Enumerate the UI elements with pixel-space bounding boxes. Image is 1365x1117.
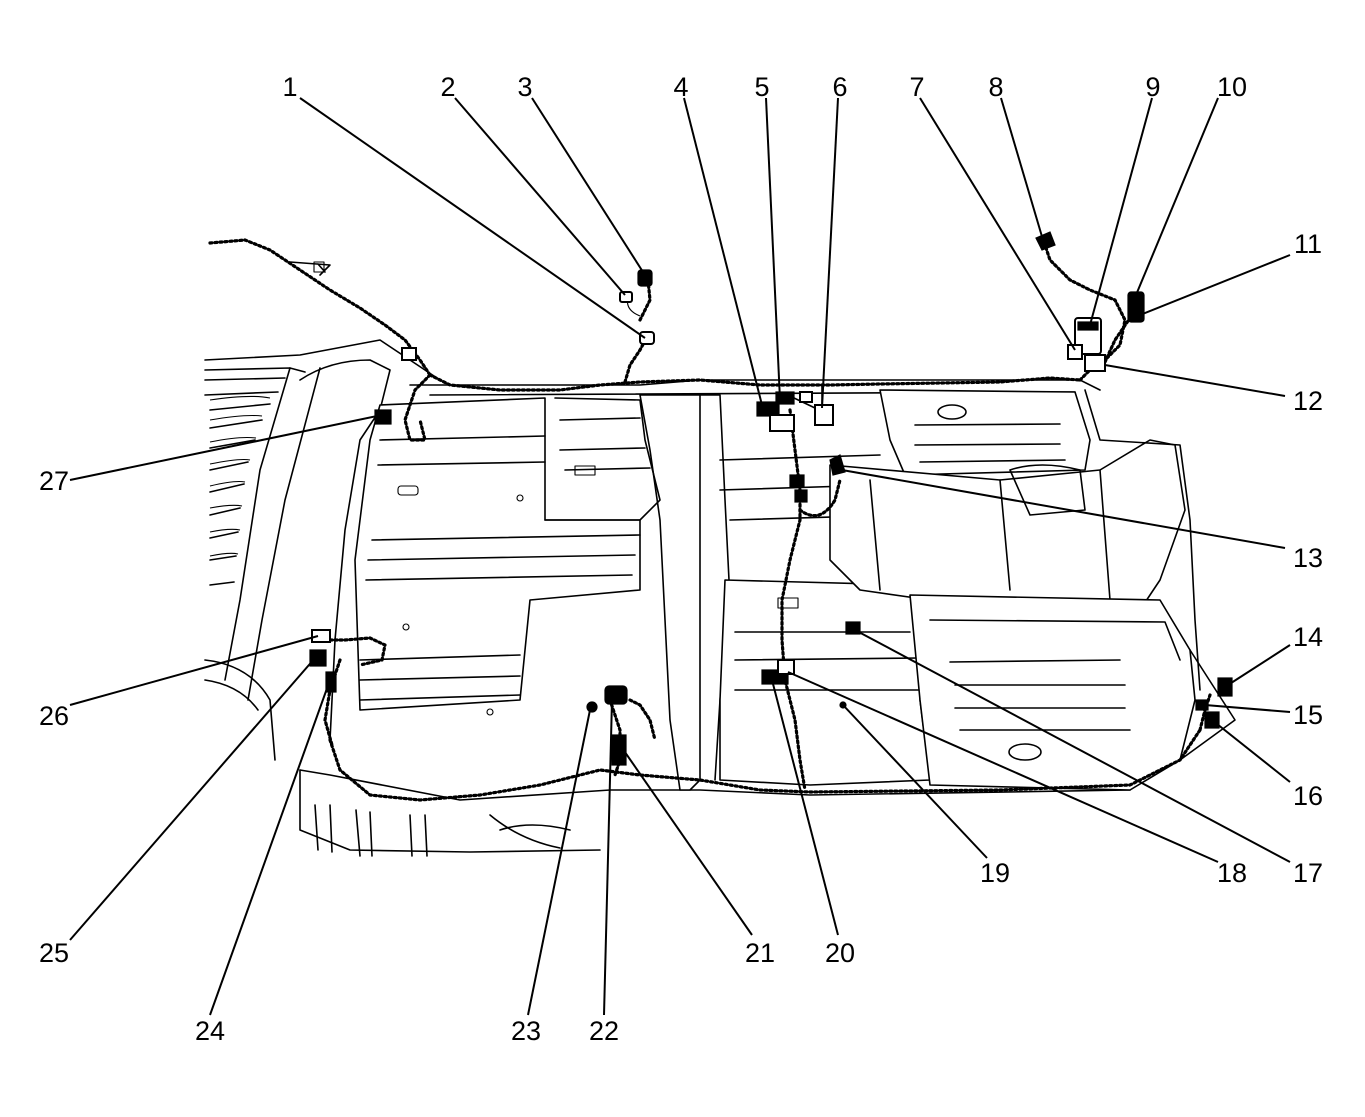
callout-21: 21 xyxy=(745,938,775,968)
callout-11: 11 xyxy=(1294,229,1322,259)
callout-9: 9 xyxy=(1145,72,1160,102)
connector-21 xyxy=(611,734,627,766)
callout-23: 23 xyxy=(511,1016,541,1046)
leader-20 xyxy=(771,679,839,936)
leader-11 xyxy=(1139,254,1291,316)
leader-10 xyxy=(1135,97,1219,296)
callout-17: 17 xyxy=(1293,858,1323,888)
leader-26 xyxy=(69,635,319,706)
leader-6 xyxy=(821,97,839,409)
leader-22 xyxy=(603,699,613,1016)
callout-20: 20 xyxy=(825,938,855,968)
leader-12 xyxy=(1104,364,1286,397)
connector-cluster-4-5-6 xyxy=(756,384,834,432)
callout-12: 12 xyxy=(1293,386,1323,416)
connector-25 xyxy=(309,649,327,667)
callout-10: 10 xyxy=(1217,72,1247,102)
leader-27 xyxy=(69,414,383,481)
connector-24 xyxy=(325,671,337,693)
connectors xyxy=(309,231,1233,766)
leader-19 xyxy=(842,704,988,859)
connector-23 xyxy=(586,701,598,713)
connector-8 xyxy=(1035,231,1056,251)
callout-26: 26 xyxy=(39,701,69,731)
callout-3: 3 xyxy=(517,72,532,102)
connector-1 xyxy=(639,331,655,345)
leader-lines xyxy=(69,97,1291,1016)
leader-18 xyxy=(787,671,1219,863)
callout-13: 13 xyxy=(1293,543,1323,573)
leader-3 xyxy=(531,97,644,273)
connector-26 xyxy=(311,629,331,643)
harness-front-trunk xyxy=(428,373,1082,392)
leader-7 xyxy=(919,97,1076,351)
connector-27 xyxy=(374,409,392,425)
callout-7: 7 xyxy=(909,72,924,102)
leader-5 xyxy=(765,97,781,401)
callout-4: 4 xyxy=(673,72,688,102)
callout-18: 18 xyxy=(1217,858,1247,888)
leader-13 xyxy=(841,469,1286,549)
callout-14: 14 xyxy=(1293,622,1323,652)
leader-16 xyxy=(1211,719,1291,783)
connector-20-block xyxy=(761,659,795,685)
connector-10-11 xyxy=(1127,291,1145,323)
callout-6: 6 xyxy=(832,72,847,102)
leader-9 xyxy=(1089,97,1153,326)
leader-25 xyxy=(69,657,316,941)
callout-16: 16 xyxy=(1293,781,1323,811)
rear-ridges xyxy=(204,367,306,586)
callout-8: 8 xyxy=(988,72,1003,102)
leader-8 xyxy=(1000,97,1044,241)
harness-left-upper-branch xyxy=(208,238,432,377)
leader-1 xyxy=(299,97,646,339)
floor-pan xyxy=(204,339,1236,857)
callout-27: 27 xyxy=(39,466,69,496)
leader-23 xyxy=(527,709,591,1016)
module-7-9-12 xyxy=(1067,317,1106,372)
leader-24 xyxy=(209,679,331,1016)
leader-4 xyxy=(683,97,763,406)
connector-22 xyxy=(604,685,628,705)
clip-13 xyxy=(829,454,846,476)
callout-labels: 1 2 3 4 5 6 7 8 9 10 11 12 13 14 15 16 1… xyxy=(39,72,1323,1046)
callout-15: 15 xyxy=(1293,700,1323,730)
callout-22: 22 xyxy=(589,1016,619,1046)
leader-2 xyxy=(454,97,626,296)
callout-25: 25 xyxy=(39,938,69,968)
leader-17 xyxy=(854,629,1291,863)
callout-5: 5 xyxy=(754,72,769,102)
leader-21 xyxy=(619,744,753,936)
callout-19: 19 xyxy=(980,858,1010,888)
connector-14 xyxy=(1217,677,1233,697)
callout-24: 24 xyxy=(195,1016,225,1046)
leader-15 xyxy=(1204,704,1291,713)
connector-2 xyxy=(619,291,633,303)
callout-1: 1 xyxy=(282,72,297,102)
connector-3 xyxy=(637,269,653,287)
leader-14 xyxy=(1227,644,1291,686)
callout-2: 2 xyxy=(440,72,455,102)
